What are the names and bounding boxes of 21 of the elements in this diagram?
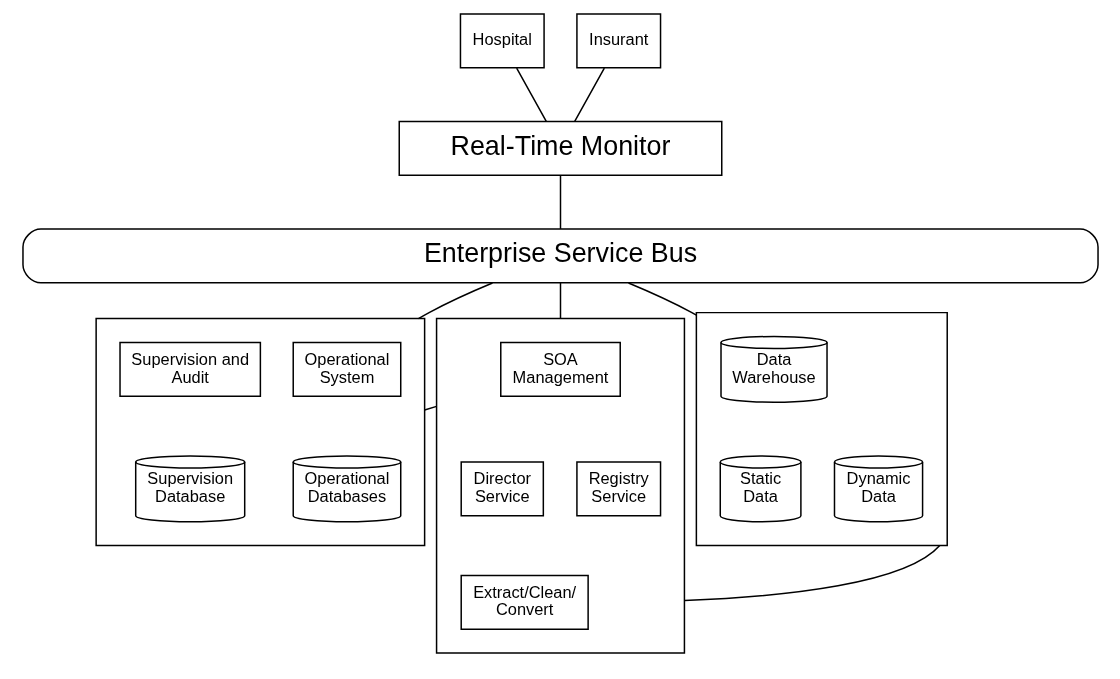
connector	[559, 174, 561, 230]
connector	[515, 67, 547, 123]
node-box: Extract/Clean/ Convert	[459, 574, 589, 630]
connector	[559, 282, 561, 320]
node-box: Real-Time Monitor	[398, 120, 722, 176]
node-box: SOA Management	[499, 341, 621, 397]
node-box: Director Service	[459, 461, 544, 517]
cluster	[94, 317, 425, 547]
node-box: Registry Service	[575, 461, 661, 517]
cluster	[435, 317, 685, 654]
node-box: Operational System	[292, 341, 401, 397]
node-box: Supervision and Audit	[118, 341, 261, 397]
connector	[423, 405, 437, 411]
connector	[573, 67, 605, 123]
node-box: Hospital	[459, 13, 545, 69]
connector	[417, 282, 493, 320]
cluster	[695, 311, 948, 547]
connector	[683, 544, 940, 602]
connector	[627, 282, 697, 316]
node-box: Enterprise Service Bus	[21, 228, 1099, 284]
node-box: Insurant	[575, 13, 661, 69]
